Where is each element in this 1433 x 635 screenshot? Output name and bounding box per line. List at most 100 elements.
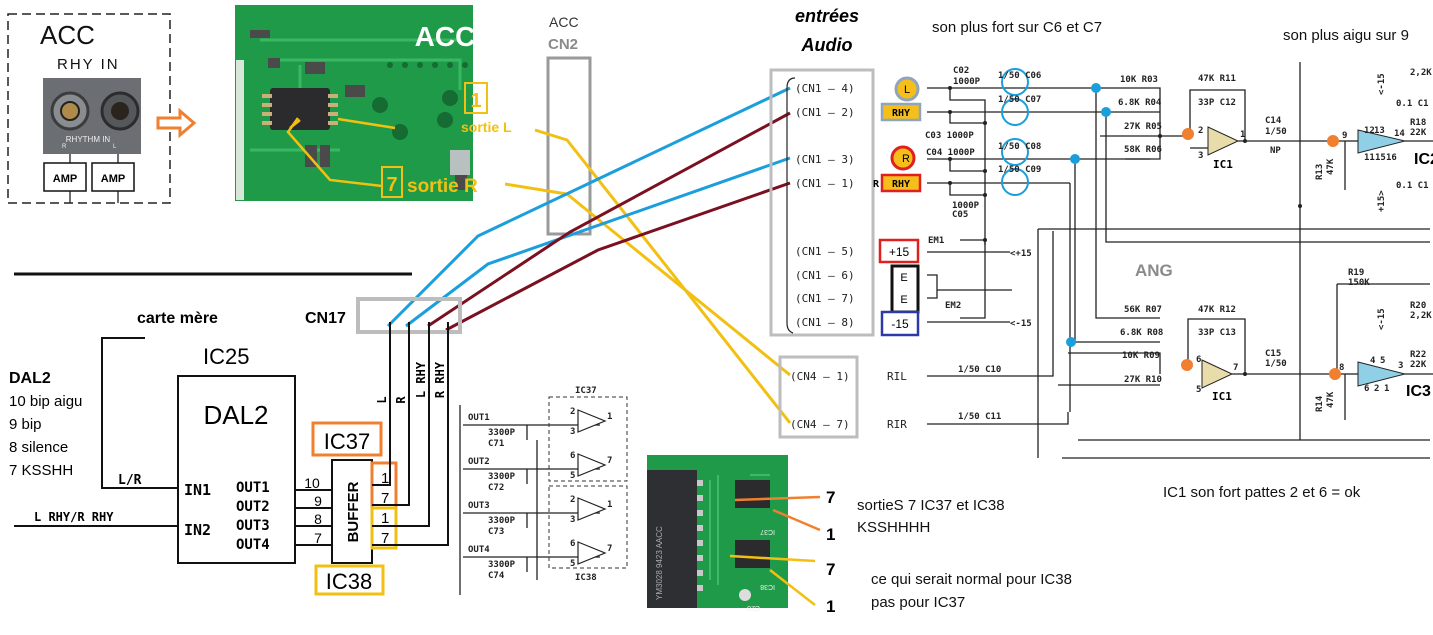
photo-l: L: [113, 144, 117, 150]
pin-number: 7: [381, 490, 389, 507]
ic1-opamp: [1207, 126, 1240, 156]
note-line: 9 bip: [9, 416, 42, 433]
acc-pcb-photo: ACC 1 sortie L 7 sortie R: [235, 5, 512, 201]
note-not-ic37: pas pour IC37: [871, 594, 965, 611]
e-badge: [890, 264, 920, 314]
pin-number: 1: [826, 597, 835, 616]
cap-name: C71: [488, 439, 504, 449]
c20-silk: C20: [747, 604, 760, 611]
buffer-ic37-ic38: BUFFER IC37 IC38 1 7 1 7 L R L RHY R RHY: [311, 322, 449, 596]
c1b-label: 0.1 C1: [1396, 181, 1429, 191]
ic38-label: IC38: [326, 569, 372, 594]
c02-label: C02: [953, 66, 969, 76]
pin-number: 1: [826, 525, 835, 544]
cn1-pin: (CN1 – 6): [795, 269, 855, 282]
cap-value: 3300P: [488, 428, 516, 438]
sortie-l-label: sortie L: [461, 119, 512, 135]
r10-label: 27K R10: [1124, 375, 1162, 385]
pin-number: 9: [1342, 131, 1347, 141]
c05-label: C05: [952, 210, 968, 220]
wire-r-rhy: [445, 181, 791, 332]
pin-number: 2: [1198, 126, 1203, 136]
r16-value: 2,2K: [1410, 68, 1432, 78]
m15-label: -15: [891, 317, 909, 331]
pin1-label: 1: [470, 90, 481, 112]
pin-number: 10: [304, 475, 320, 491]
cn4-connector: [778, 355, 859, 439]
r04-label: 6.8K R04: [1118, 98, 1162, 108]
ic37-label: IC37: [324, 429, 370, 454]
cn1-pin: (CN1 – 7): [795, 292, 855, 305]
acc-pcb-title: ACC: [415, 21, 476, 52]
cn4-pin: (CN4 – 1): [790, 370, 850, 383]
c15-label: C15: [1265, 349, 1281, 359]
cn1-pin: (CN1 – 4): [795, 82, 855, 95]
r13-value: 47K: [1326, 158, 1336, 175]
cap-name: C73: [488, 527, 504, 537]
ic1b-label: IC1: [1212, 390, 1232, 403]
cn1-pin: (CN1 – 2): [795, 106, 855, 119]
acc-title: ACC: [40, 20, 95, 50]
note-normal-ic38: ce qui serait normal pour IC38: [871, 571, 1072, 588]
rhy-r-badge: [880, 173, 922, 193]
out-label: OUT3: [468, 501, 490, 511]
ic25-label: IC25: [203, 344, 249, 369]
ic3-label: IC3: [1406, 383, 1431, 400]
out1-label: OUT1: [236, 480, 270, 496]
rhythm-in-text: RHYTHM IN: [66, 135, 111, 144]
out-label: OUT4: [468, 545, 490, 555]
r14-label: R14: [1315, 395, 1325, 412]
pin-number: 1: [1240, 130, 1245, 140]
c07-label: 1/50 C07: [998, 95, 1041, 105]
pin-number: 16: [1386, 153, 1397, 163]
pin-number: 7: [314, 530, 322, 546]
c1-label: 0.1 C1: [1396, 99, 1429, 109]
ic-board-photo: YM3028 9423 AACC IC37 IC38 C20: [647, 455, 821, 611]
pin-number: 4: [1370, 356, 1376, 366]
wire-label: L: [375, 396, 389, 403]
pin-number: 2: [570, 495, 575, 505]
maroon-wires: [427, 111, 791, 332]
pin-number: 14: [1394, 129, 1405, 139]
lr-label: L/R: [118, 473, 142, 488]
l-signal-badge: [894, 76, 920, 102]
cn1-pin: (CN1 – 3): [795, 153, 855, 166]
ic37-ic38-schematic: IC37 IC38 OUT1 OUT2 OUT3 OUT4 3300P 3300…: [459, 386, 628, 595]
ic38-label: IC38: [575, 573, 597, 583]
ic2-amp: [1357, 129, 1406, 154]
pin-number: 2: [1374, 384, 1379, 394]
arrow-right-icon: [156, 107, 197, 139]
r12-label: 47K R12: [1198, 305, 1236, 315]
ic38-box: [314, 564, 385, 596]
r22-value: 22K: [1410, 360, 1427, 370]
entrees-label: entrées: [795, 6, 859, 26]
pin-number: 12: [1364, 126, 1375, 136]
rhythm-jacks-photo: RHYTHM IN R L: [43, 78, 141, 154]
cn17-label: CN17: [305, 310, 346, 327]
ic37-box: [311, 421, 383, 457]
out3-label: OUT3: [236, 518, 270, 534]
rir-label: RIR: [887, 418, 907, 431]
cn1-pins: (CN1 – 4) (CN1 – 2) (CN1 – 3) (CN1 – 1) …: [795, 82, 855, 329]
dal2-notes-title: DAL2: [9, 370, 51, 387]
amp-label: AMP: [101, 173, 125, 185]
e-label: E: [900, 294, 907, 306]
in2-label: IN2: [184, 521, 211, 539]
note-sorties: sortieS 7 IC37 et IC38: [857, 497, 1005, 514]
ym3028-chip-text: YM3028 9423 AACC: [655, 526, 664, 600]
ic1-label: IC1: [1213, 158, 1233, 171]
ang-label: ANG: [1135, 261, 1173, 280]
cap-name: C72: [488, 483, 504, 493]
pin-number: 7: [381, 530, 389, 547]
pin-number: 7: [826, 560, 835, 579]
cn2-acc-label: ACC: [549, 14, 579, 30]
pin-number: 6: [1196, 355, 1201, 365]
amp-label: AMP: [53, 173, 77, 185]
pin-number: 7: [826, 488, 835, 507]
in2-signal-label: L RHY/R RHY: [34, 510, 114, 524]
pin-number: 5: [570, 559, 575, 569]
ic1b-opamp: [1201, 359, 1234, 389]
r08-label: 6.8K R08: [1120, 328, 1163, 338]
carte-mere-label: carte mère: [137, 310, 218, 327]
